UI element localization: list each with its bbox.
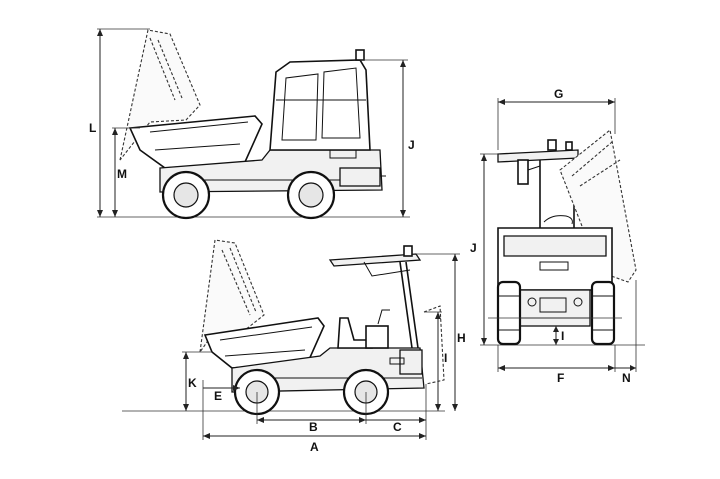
dimension-I-side: I bbox=[424, 311, 447, 411]
label-C: C bbox=[393, 420, 402, 434]
label-F: F bbox=[557, 371, 564, 385]
label-M: M bbox=[117, 167, 127, 181]
label-H: H bbox=[457, 331, 466, 345]
label-N: N bbox=[622, 371, 631, 385]
side-view-rops bbox=[122, 239, 445, 416]
label-B: B bbox=[309, 420, 318, 434]
dimension-E: E bbox=[203, 385, 240, 403]
dimension-B: B bbox=[256, 392, 367, 434]
label-J-side: J bbox=[408, 138, 415, 152]
side-view-tipping bbox=[97, 29, 410, 220]
dimension-J-front: J bbox=[470, 153, 500, 345]
dimension-K: K bbox=[182, 351, 212, 411]
dimension-C: C bbox=[366, 384, 427, 440]
dimension-F: F bbox=[497, 345, 616, 385]
dimension-H: H bbox=[416, 253, 466, 411]
front-view bbox=[480, 128, 645, 346]
dimension-I-front: I bbox=[553, 326, 564, 345]
label-I-front: I bbox=[561, 329, 564, 343]
dimension-A: A bbox=[202, 380, 426, 454]
label-G: G bbox=[554, 87, 563, 101]
label-L: L bbox=[89, 121, 96, 135]
label-E: E bbox=[214, 389, 222, 403]
dimension-M: M bbox=[112, 127, 140, 217]
dimension-J-side: J bbox=[360, 59, 415, 217]
label-A: A bbox=[310, 440, 319, 454]
dimension-N: N bbox=[615, 280, 637, 385]
label-K: K bbox=[188, 376, 197, 390]
dimension-L: L bbox=[89, 28, 150, 217]
label-J-front: J bbox=[470, 241, 477, 255]
label-I-side: I bbox=[444, 351, 447, 365]
dimension-G: G bbox=[497, 87, 616, 150]
